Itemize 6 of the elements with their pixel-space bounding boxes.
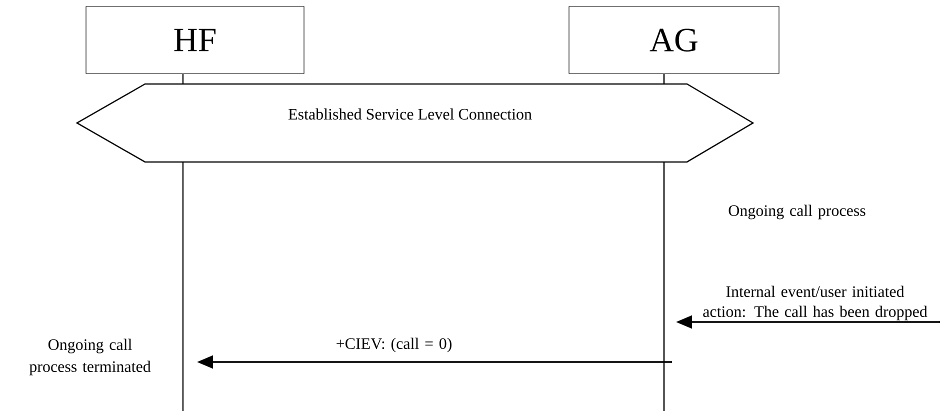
note-text: Ongoing call process terminated [29, 338, 151, 376]
entity-box: AG [568, 6, 780, 74]
edge-label: Internal event/user initiated action: The call has been dropped [703, 286, 928, 320]
entity-box: HF [86, 6, 304, 74]
note-text: Ongoing call process [728, 204, 866, 220]
edge-label: +CIEV: (call = 0) [336, 338, 452, 352]
